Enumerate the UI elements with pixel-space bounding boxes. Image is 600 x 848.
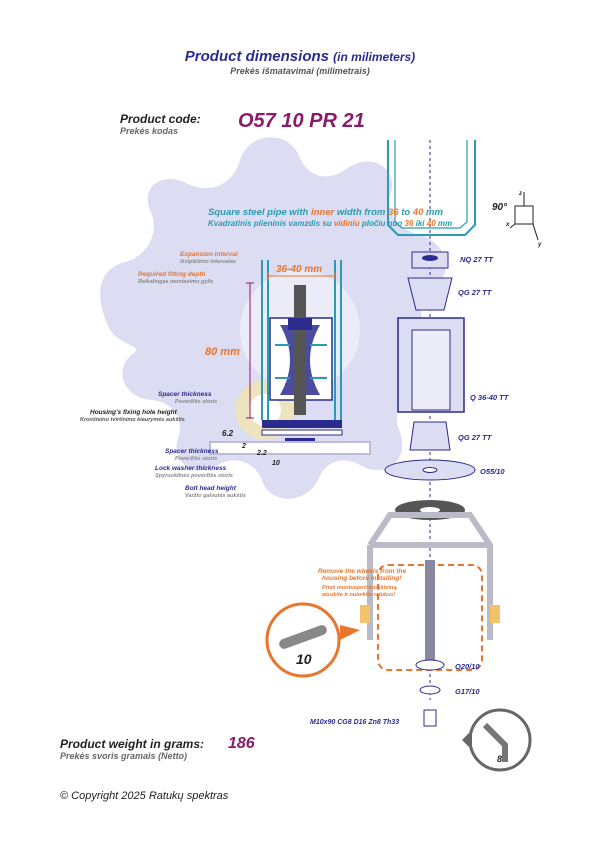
pipe-note-lt-a: Kvadratinis plieninis vamzdis su <box>208 219 334 228</box>
dim-10: 10 <box>272 460 280 467</box>
remove-wheels-note: Remove the wheels from the <box>318 568 407 575</box>
bolt-head-label-lt: Varžto galvutės aukštis <box>185 493 246 499</box>
angle-label: 90° <box>492 202 508 213</box>
product-code-label-lt: Prekės kodas <box>120 126 179 136</box>
fitting-depth-label-lt: Reikalingas montavimo gylis <box>138 279 214 285</box>
pipe-note-lt-e: iki <box>413 219 426 228</box>
svg-text:Square steel pipe with inner w: Square steel pipe with inner width from … <box>208 207 444 218</box>
housing-hole-label: Housing's fixing hole height <box>90 409 178 416</box>
pipe-note-en-f: 40 <box>412 207 424 218</box>
title-text: Product dimensions <box>184 48 329 65</box>
dim-2: 2 <box>241 443 246 450</box>
dim-2-2: 2.2 <box>256 450 267 457</box>
remove-wheels-note-lt: Prieš montuojant kronšteiną, <box>322 585 398 591</box>
title-paren: (in milimeters) <box>333 50 416 64</box>
spacer-thickness-label-2-lt: Poveržlės storis <box>175 456 217 462</box>
pipe-note-en-d: 36 <box>388 207 399 218</box>
axis-cube-icon <box>509 192 539 241</box>
weight-label: Product weight in grams: <box>60 737 205 751</box>
lock-washer-label-lt: Spyruoklinės poveržlės storis <box>155 473 233 479</box>
part-qg27-top: QG 27 TT <box>458 288 493 297</box>
page-subtitle: Prekės išmatavimai (milimetrais) <box>230 66 370 76</box>
exploded-assembly <box>360 140 500 727</box>
pipe-section <box>209 260 371 455</box>
wrench-icon <box>265 602 360 678</box>
axis-x: x <box>505 222 510 228</box>
part-o20: O20/10 <box>455 662 480 671</box>
spacer-thickness-label-2: Spacer thickness <box>165 448 219 455</box>
axis-y: y <box>537 242 542 248</box>
spacer-thickness-label-1: Spacer thickness <box>158 391 212 398</box>
hex-size: 8 <box>497 754 502 764</box>
part-bolt: M10x90 CG8 D16 Zn8 Th33 <box>310 719 399 726</box>
pipe-note-en-a: Square steel pipe with <box>208 207 311 218</box>
bolt-head-label: Bolt head height <box>185 485 237 492</box>
svg-text:Kvadratinis plieninis vamzdis: Kvadratinis plieninis vamzdis su vidiniu… <box>208 219 452 228</box>
part-q3640: Q 36-40 TT <box>470 393 510 402</box>
page-title: Product dimensions (in milimeters) <box>0 48 600 65</box>
pipe-note-en-g: mm <box>423 207 443 218</box>
weight-value: 186 <box>228 735 255 752</box>
axis-z: z <box>518 191 522 197</box>
pipe-note-lt-c: pločiu nuo <box>360 219 405 228</box>
wrench-size: 10 <box>296 651 312 667</box>
remove-wheels-note-2: housing before installing! <box>322 575 402 582</box>
hex-key-icon <box>462 708 532 772</box>
pipe-note-en-e: to <box>399 207 413 218</box>
width-dimension: 36-40 mm <box>276 264 322 275</box>
depth-dimension: 80 mm <box>205 346 240 358</box>
housing-hole-label-lt: Kronšteino tvirtinimo kiaurymės aukštis <box>80 417 185 423</box>
part-qg27-bottom: QG 27 TT <box>458 433 493 442</box>
remove-wheels-note-lt-2: atsukite ir nuimkite ratukus! <box>322 592 396 598</box>
spacer-thickness-label-1-lt: Poveržlės storis <box>175 399 217 405</box>
part-o55: O55/10 <box>480 467 505 476</box>
pipe-note-lt-f: 40 <box>426 219 436 228</box>
dim-6-2: 6.2 <box>222 429 234 438</box>
pipe-note-lt-g: mm <box>436 219 452 228</box>
pipe-note-en-c: width from <box>334 207 388 218</box>
weight-label-lt: Prekės svoris gramais (Netto) <box>60 751 188 761</box>
pipe-note-en-b: inner <box>311 207 336 218</box>
copyright: © Copyright 2025 Ratukų spektras <box>60 790 229 802</box>
pipe-note-lt-b: vidiniu <box>334 219 360 228</box>
part-g17: G17/10 <box>455 687 480 696</box>
product-code-label: Product code: <box>120 112 201 126</box>
expansion-label-lt: Išsiplėtimo intervalas <box>180 259 236 265</box>
fitting-depth-label: Required fitting depth <box>138 271 206 278</box>
lock-washer-label: Lock washer thickness <box>155 465 227 472</box>
product-code-value: O57 10 PR 21 <box>238 110 365 132</box>
part-nq27: NQ 27 TT <box>460 255 494 264</box>
expansion-label: Expansion interval <box>180 251 238 258</box>
pipe-note-lt-d: 36 <box>405 219 414 228</box>
